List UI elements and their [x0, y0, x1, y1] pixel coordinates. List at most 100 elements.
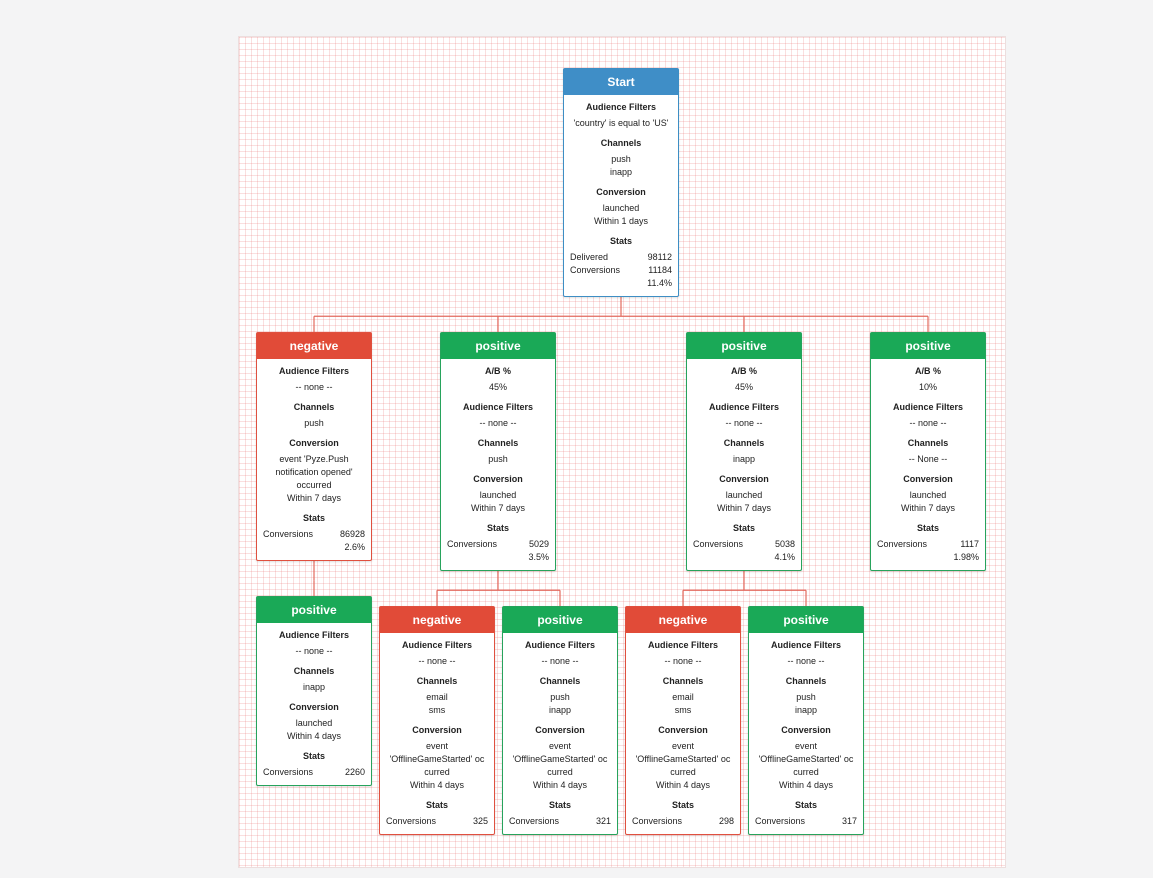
conversion-label: Conversion [719, 474, 769, 484]
stat-name: Conversions [509, 816, 560, 826]
stats-label: Stats [671, 800, 694, 810]
section-gap [263, 430, 365, 433]
section-gap [632, 717, 734, 720]
stat-name: Conversions [386, 816, 437, 826]
stat-value: 11184 [648, 265, 672, 275]
stat-name: Conversions [447, 539, 498, 549]
audience-filters-value: -- none -- [295, 646, 333, 656]
conversion-label: Conversion [473, 474, 523, 484]
channels-label: Channels [539, 676, 581, 686]
conversion-value: event [671, 741, 695, 751]
stats-label: Stats [732, 523, 755, 533]
conversion-value: Within 4 days [286, 731, 342, 741]
stat-percent: 2.6% [344, 542, 365, 552]
channels-value: email [426, 692, 448, 702]
audience-filters-value: -- none -- [418, 656, 456, 666]
audience-filters-label: Audience Filters [524, 640, 596, 650]
node-title: positive [749, 607, 863, 633]
audience-filters-label: Audience Filters [585, 102, 657, 112]
channels-value: push [796, 692, 816, 702]
section-gap [509, 792, 611, 795]
stat-name: Conversions [263, 529, 314, 539]
section-gap [447, 466, 549, 469]
conversion-value: event [425, 741, 449, 751]
audience-filters-value: -- none -- [479, 418, 517, 428]
section-gap [632, 792, 734, 795]
conversion-value: launched [479, 490, 517, 500]
audience-filters-label: Audience Filters [278, 366, 350, 376]
section-gap [570, 228, 672, 231]
section-gap [755, 792, 857, 795]
section-gap [386, 792, 488, 795]
conversion-label: Conversion [903, 474, 953, 484]
section-gap [570, 179, 672, 182]
stat-value: 2260 [344, 767, 365, 777]
section-gap [693, 515, 795, 518]
channels-value: inapp [548, 705, 572, 715]
audience-filters-value: -- none -- [725, 418, 763, 428]
ab-label: A/B % [730, 366, 757, 376]
conversion-label: Conversion [289, 702, 339, 712]
section-gap [877, 466, 979, 469]
audience-filters-label: Audience Filters [462, 402, 534, 412]
channels-label: Channels [907, 438, 949, 448]
section-gap [447, 515, 549, 518]
conversion-label: Conversion [658, 725, 708, 735]
stat-name: Conversions [693, 539, 744, 549]
stat-row: Conversions 11184 [570, 264, 672, 277]
stat-value: 1117 [960, 539, 979, 549]
section-gap [755, 668, 857, 671]
stat-name: Conversions [570, 265, 621, 275]
stat-row: Conversions 5029 [447, 538, 549, 551]
stat-value: 321 [595, 816, 611, 826]
stat-percent: 11.4% [647, 278, 672, 288]
channels-value: inapp [302, 682, 326, 692]
stat-value: 5029 [528, 539, 549, 549]
channels-value: inapp [609, 167, 633, 177]
channels-value: -- None -- [908, 454, 948, 464]
conversion-value: 'OfflineGameStarted' oc [389, 754, 485, 764]
node-title: negative [257, 333, 371, 359]
stats-label: Stats [486, 523, 509, 533]
stat-value: 98112 [647, 252, 672, 262]
channels-value: sms [674, 705, 692, 715]
conversion-value: 'OfflineGameStarted' oc [635, 754, 731, 764]
audience-filters-value: -- none -- [295, 382, 333, 392]
channels-label: Channels [662, 676, 704, 686]
section-gap [693, 394, 795, 397]
node-body: A/B %10%Audience Filters-- none --Channe… [871, 359, 985, 570]
channels-value: sms [428, 705, 446, 715]
node-title: positive [503, 607, 617, 633]
stat-name: Delivered [570, 252, 609, 262]
stat-value: 317 [841, 816, 857, 826]
conversion-label: Conversion [596, 187, 646, 197]
ab-value: 45% [488, 382, 507, 392]
channels-value: push [488, 454, 508, 464]
section-gap [755, 717, 857, 720]
conversion-value: curred [547, 767, 573, 777]
conversion-value: Within 1 days [593, 216, 649, 226]
channels-label: Channels [477, 438, 519, 448]
conversion-value: curred [424, 767, 450, 777]
node-title: positive [871, 333, 985, 359]
